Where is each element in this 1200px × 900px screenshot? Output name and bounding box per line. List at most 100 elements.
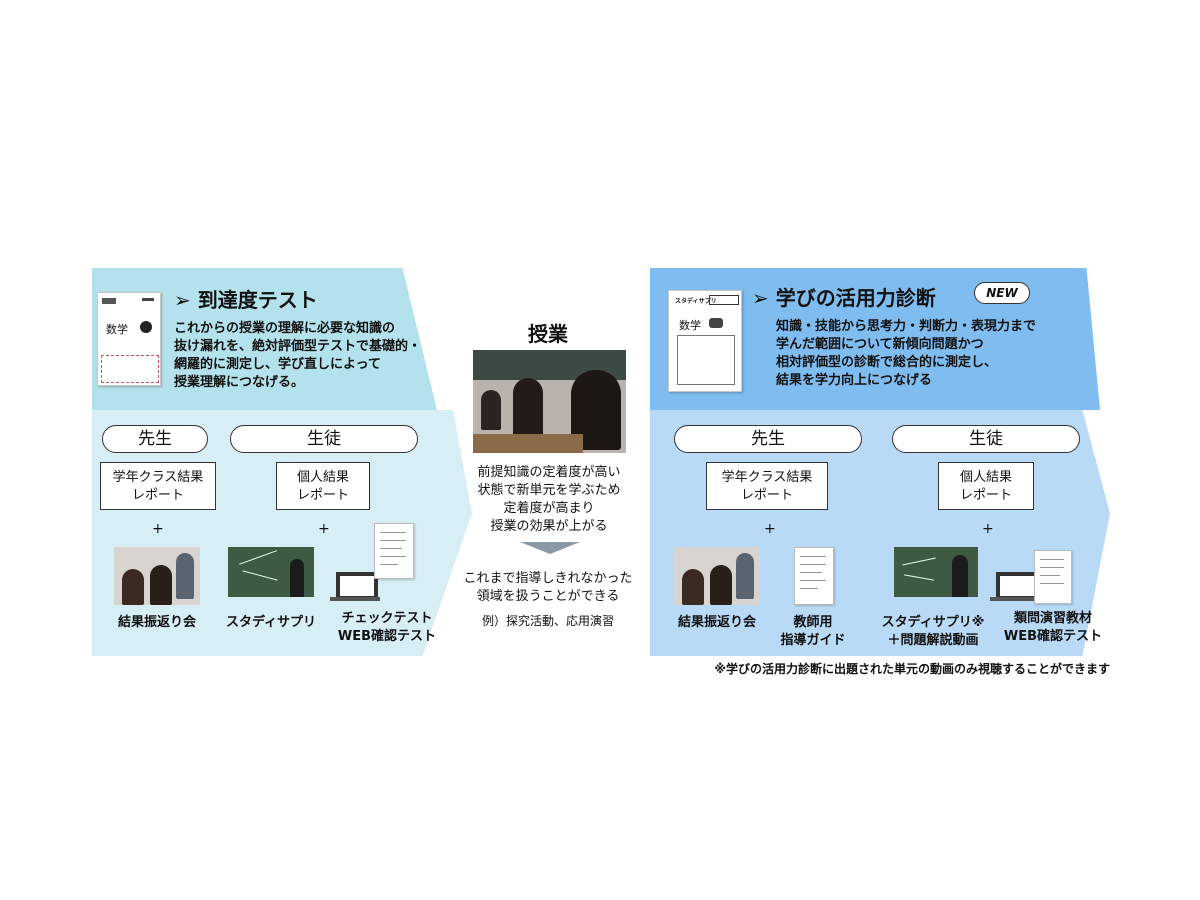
chalk-line	[902, 557, 936, 566]
lecturer-figure	[952, 555, 968, 597]
chalk-line	[242, 570, 278, 581]
sheet-line	[1040, 559, 1064, 560]
student-figure	[682, 569, 704, 605]
left-description: これからの授業の理解に必要な知識の 抜け漏れを、絶対評価型テストで基礎的・ 網羅…	[174, 320, 449, 392]
desk	[473, 434, 583, 453]
left-desc-line: これからの授業の理解に必要な知識の	[174, 321, 396, 336]
caption-line: 類問演習教材	[1013, 611, 1092, 626]
caption-line: 指導ガイド	[780, 633, 846, 648]
caption-line: 結果振返り会	[117, 615, 196, 630]
box-line: レポート	[740, 488, 793, 503]
diagnosis-booklet-image: スタディサプリ 数学	[668, 290, 742, 392]
booklet-header: スタディサプリ	[675, 298, 717, 305]
left-item-caption: スタディサプリ	[216, 614, 326, 632]
booklet-logo	[102, 298, 116, 304]
left-desc-line: 抜け漏れを、絶対評価型テストで基礎的・	[174, 339, 422, 354]
right-personal-report-box: 個人結果 レポート	[938, 462, 1034, 510]
sheet-line	[800, 588, 818, 589]
teacher-figure	[176, 553, 194, 599]
student-figure	[710, 565, 732, 605]
example-text: 例）探究活動、応用演習	[481, 614, 614, 628]
caption-line: チェックテスト	[341, 611, 433, 626]
lesson-result-text: これまで指導しきれなかった 領域を扱うことができる	[448, 570, 648, 606]
lecturer-figure	[290, 559, 304, 597]
left-desc-line: 授業理解につなげる。	[174, 375, 305, 390]
chalk-line	[239, 550, 277, 565]
left-desc-line: 網羅的に測定し、学び直しによって	[174, 357, 381, 372]
check-test-sheet-image	[374, 523, 414, 579]
box-line: 学年クラス結果	[721, 470, 813, 485]
sheet-line	[1040, 583, 1064, 584]
laptop-base	[990, 597, 1040, 601]
sheet-line	[800, 572, 822, 573]
sheet-line	[800, 556, 826, 557]
sheet-line	[380, 548, 402, 549]
right-desc-line: 学んだ範囲について新傾向問題かつ	[776, 337, 984, 352]
lesson-effect-text: 前提知識の定着度が高い 状態で新単元を学ぶため 定着度が高まり 授業の効果が上が…	[462, 464, 636, 536]
sheet-line	[380, 532, 406, 533]
plus-sign: +	[318, 521, 330, 537]
caption-line: WEB確認テスト	[337, 629, 437, 644]
sheet-line	[1040, 567, 1064, 568]
sheet-line	[380, 540, 406, 541]
text-line: これまで指導しきれなかった	[463, 571, 633, 586]
down-arrow-icon	[520, 542, 580, 554]
student-figure	[150, 565, 172, 605]
chalk-line	[904, 574, 934, 581]
left-student-pill: 生徒	[230, 425, 418, 453]
sheet-line	[380, 564, 398, 565]
left-title: ➢ 到達度テスト	[174, 288, 318, 312]
booklet-circle	[140, 321, 152, 333]
text-line: 領域を扱うことができる	[476, 589, 620, 604]
caption-line: スタディサプリ	[225, 615, 317, 630]
teacher-guide-image	[794, 547, 834, 605]
text-line: 授業の効果が上がる	[490, 519, 608, 534]
box-line: レポート	[296, 488, 349, 503]
teacher-figure	[736, 553, 754, 599]
text-line: 状態で新単元を学ぶため	[477, 483, 621, 498]
caption-line: 結果振返り会	[677, 615, 756, 630]
right-item-caption: 結果振返り会	[668, 614, 766, 632]
right-item-caption: スタディサプリ※ ＋問題解説動画	[870, 614, 996, 650]
box-line: レポート	[959, 488, 1012, 503]
right-desc-line: 知識・技能から思考力・判断力・表現力まで	[776, 319, 1037, 334]
plus-sign: +	[764, 521, 776, 537]
right-desc-line: 相対評価型の診断で総合的に測定し、	[776, 355, 998, 370]
booklet-subject: 数学	[679, 319, 701, 332]
text-line: 前提知識の定着度が高い	[477, 465, 621, 480]
footnote: ※学びの活用力診断に出題された単元の動画のみ視聴することができます	[714, 662, 1110, 676]
right-student-pill: 生徒	[892, 425, 1080, 453]
booklet-answer-area	[677, 335, 735, 385]
left-teacher-pill: 先生	[102, 425, 208, 453]
lesson-title: 授業	[528, 322, 568, 346]
study-sapuri-video-image	[894, 547, 978, 597]
right-class-report-box: 学年クラス結果 レポート	[706, 462, 828, 510]
sheet-line	[1040, 575, 1060, 576]
study-sapuri-video-image	[228, 547, 314, 597]
booklet-header-box	[709, 295, 739, 305]
right-description: 知識・技能から思考力・判断力・表現力まで 学んだ範囲について新傾向問題かつ 相対…	[776, 318, 1086, 390]
new-badge: NEW	[974, 282, 1030, 304]
text-line: 定着度が高まり	[503, 501, 595, 516]
booklet-badge	[709, 318, 723, 328]
review-meeting-photo	[674, 547, 760, 605]
box-line: レポート	[131, 488, 184, 503]
classroom-photo	[473, 350, 626, 453]
right-desc-line: 結果を学力向上につなげる	[776, 373, 933, 388]
sheet-line	[800, 564, 826, 565]
achievement-test-booklet-image: 数学	[97, 292, 161, 386]
caption-line: 教師用	[793, 615, 833, 630]
left-item-caption: チェックテスト WEB確認テスト	[330, 610, 444, 646]
caption-line: ＋問題解説動画	[887, 633, 979, 648]
left-item-caption: 結果振返り会	[108, 614, 206, 632]
sheet-line	[380, 556, 406, 557]
booklet-subject: 数学	[106, 323, 128, 336]
right-item-caption: 類問演習教材 WEB確認テスト	[994, 610, 1112, 646]
caption-line: WEB確認テスト	[1003, 629, 1103, 644]
right-title: ➢ 学びの活用力診断	[752, 286, 936, 310]
booklet-stamp	[101, 355, 159, 383]
booklet-mark	[142, 298, 154, 301]
right-item-caption: 教師用 指導ガイド	[770, 614, 856, 650]
practice-material-sheet-image	[1034, 550, 1072, 604]
left-class-report-box: 学年クラス結果 レポート	[100, 462, 216, 510]
